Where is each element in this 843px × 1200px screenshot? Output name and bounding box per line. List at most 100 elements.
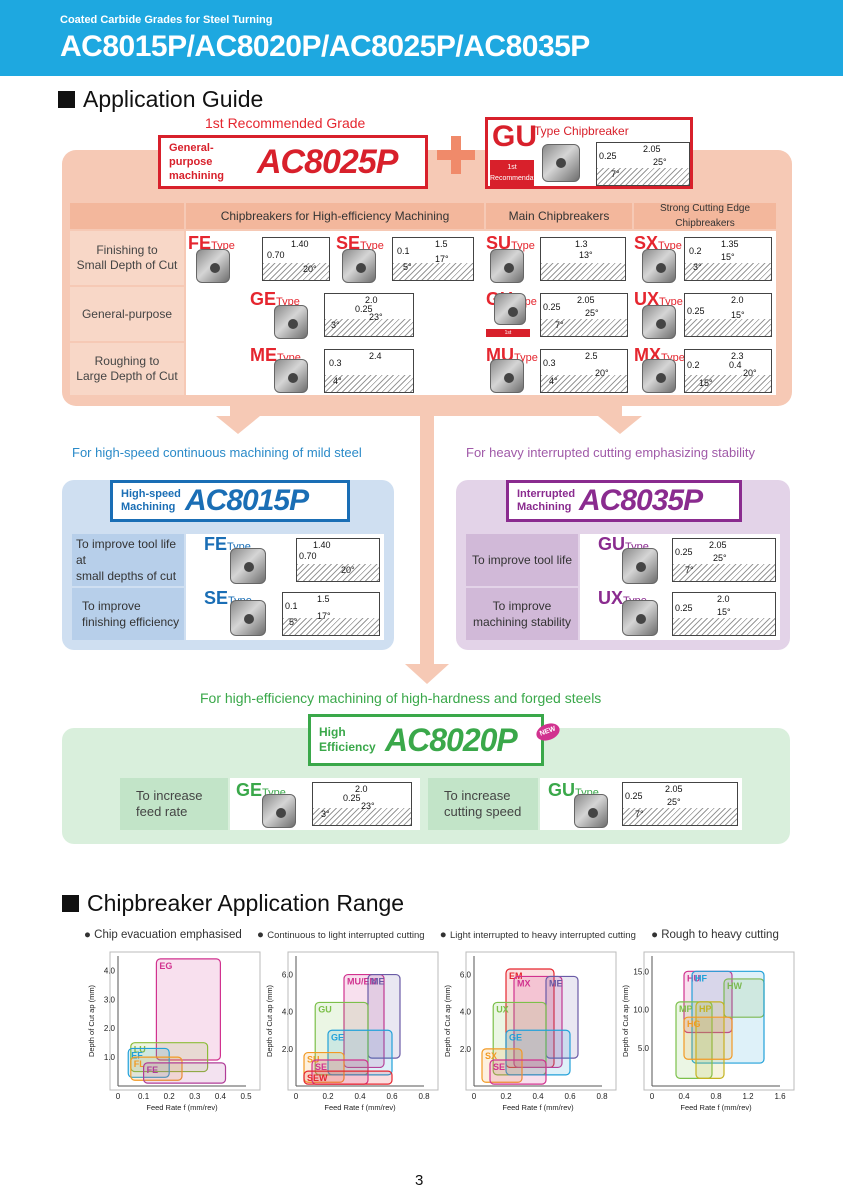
table-header-main: Main Chipbreakers — [486, 203, 632, 229]
x-tick-label: 0 — [294, 1092, 299, 1101]
ac8015-se-insert-icon — [230, 600, 266, 636]
x-axis-label: Feed Rate f (mm/rev) — [502, 1103, 574, 1112]
chart-legend-row: ● Chip evacuation emphasised ● Continuou… — [84, 929, 791, 941]
section-title-application-guide: Application Guide — [58, 86, 263, 113]
region-label: MP — [679, 1004, 693, 1014]
mx-insert-icon — [642, 359, 676, 393]
region-hg — [683, 1016, 733, 1060]
region-label: SU — [307, 1055, 320, 1065]
x-tick-label: 1.2 — [742, 1092, 754, 1101]
chart-frame — [109, 951, 261, 1091]
recommended-label: 1st Recommended Grade — [205, 115, 366, 131]
y-tick-label: 2.0 — [460, 1045, 472, 1054]
chipbreaker-table: Chipbreakers for High-efficiency Machini… — [70, 203, 776, 395]
square-bullet-icon — [58, 91, 75, 108]
square-bullet-icon — [62, 895, 79, 912]
header-title: AC8015P/AC8020P/AC8025P/AC8035P — [60, 30, 590, 63]
y-axis-label: Depth of Cut ap (mm) — [265, 984, 274, 1057]
gu-profile-diagram: 2.05 0.25 25° 7° — [596, 142, 690, 186]
region-label: HW — [727, 981, 742, 991]
x-tick-label: 0.8 — [596, 1092, 608, 1101]
ac8025p-grade: AC8025P — [257, 142, 398, 181]
legend-item-2: ● Continuous to light interrupted cuttin… — [257, 929, 425, 941]
ac8015-fe-insert-icon — [230, 548, 266, 584]
y-axis-label: Depth of Cut ap (mm) — [87, 984, 96, 1057]
y-tick-label: 3.0 — [104, 995, 116, 1004]
gu-suffix: Type Chipbreaker — [534, 124, 629, 138]
y-tick-label: 4.0 — [104, 966, 116, 975]
table-header-high-efficiency: Chipbreakers for High-efficiency Machini… — [186, 203, 484, 229]
x-tick-label: 0.2 — [500, 1092, 512, 1101]
x-tick-label: 0.1 — [138, 1092, 150, 1101]
region-label: HG — [687, 1019, 701, 1029]
ac8015-caption: For high-speed continuous machining of m… — [72, 445, 362, 460]
ac8035-caption: For heavy interrupted cutting emphasizin… — [466, 445, 756, 460]
page-header: Coated Carbide Grades for Steel Turning … — [0, 0, 843, 76]
y-axis-label: Depth of Cut ap (mm) — [443, 984, 452, 1057]
x-axis-label: Feed Rate f (mm/rev) — [146, 1103, 218, 1112]
ac8020-caption: For high-efficiency machining of high-ha… — [200, 690, 602, 706]
arrow-down-right-icon — [598, 416, 642, 434]
arrow-stem-center — [420, 404, 434, 666]
region-mx — [513, 975, 563, 1069]
fe-insert-icon — [196, 249, 230, 283]
region-label: GE — [509, 1032, 522, 1042]
region-sx — [481, 1048, 523, 1083]
su-insert-icon — [490, 249, 524, 283]
x-tick-label: 1.6 — [774, 1092, 786, 1101]
row-label-general: General-purpose — [70, 287, 184, 341]
region-sew — [303, 1070, 393, 1085]
y-tick-label: 10.0 — [633, 1006, 649, 1015]
me-insert-icon — [274, 359, 308, 393]
region-se — [489, 1059, 547, 1085]
region-label: UX — [496, 1004, 509, 1014]
y-tick-label: 2.0 — [282, 1045, 294, 1054]
region-label: ME — [371, 977, 385, 987]
ac8035-gu-insert-icon — [622, 548, 658, 584]
region-label: SX — [485, 1051, 497, 1061]
ge-insert-icon — [274, 305, 308, 339]
y-tick-label: 1.0 — [104, 1053, 116, 1062]
gu-code: GU — [492, 120, 537, 153]
region-label: EM — [509, 971, 523, 981]
region-eg — [155, 958, 221, 1061]
gu-1st-badge: 1st Recommendation — [486, 329, 530, 344]
region-fe — [143, 1062, 227, 1084]
region-label: HU — [687, 973, 700, 983]
region-label: ME — [549, 978, 563, 988]
header-subtitle: Coated Carbide Grades for Steel Turning — [60, 14, 273, 26]
y-tick-label: 6.0 — [460, 971, 472, 980]
x-tick-label: 0.2 — [164, 1092, 176, 1101]
region-label: GU — [318, 1004, 332, 1014]
x-tick-label: 0.4 — [678, 1092, 690, 1101]
arrow-down-center-icon — [405, 664, 449, 684]
region-label: EF — [131, 1050, 143, 1060]
x-tick-label: 0.4 — [354, 1092, 366, 1101]
legend-item-1: ● Chip evacuation emphasised — [84, 929, 242, 941]
page-number: 3 — [415, 1172, 424, 1189]
x-tick-label: 0.6 — [564, 1092, 576, 1101]
region-label: EG — [159, 961, 172, 971]
ac8020-ge-insert-icon — [262, 794, 296, 828]
x-tick-label: 0.5 — [240, 1092, 252, 1101]
y-tick-label: 15.0 — [633, 967, 649, 976]
y-tick-label: 6.0 — [282, 971, 294, 980]
